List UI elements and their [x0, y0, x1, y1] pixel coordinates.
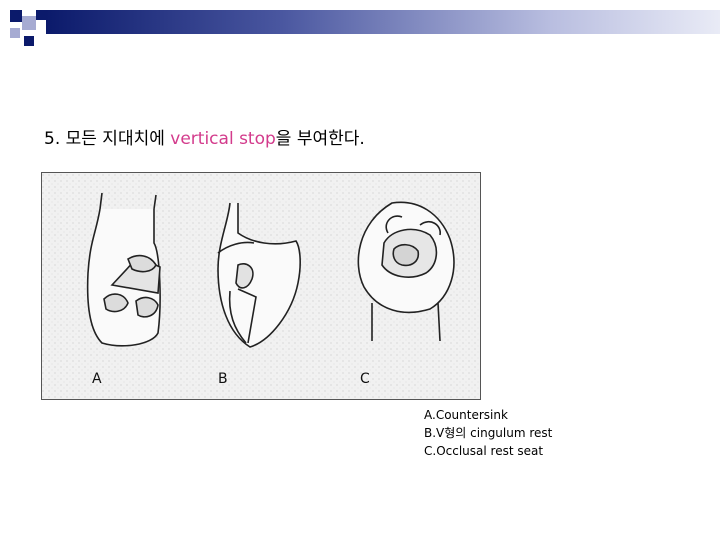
tooth-b-drawing [217, 202, 301, 348]
figure-label-b: B [218, 371, 228, 387]
header-band [46, 10, 720, 34]
tooth-a-drawing [86, 192, 161, 347]
caption-a: A.Countersink [424, 408, 508, 422]
caption-b: B.V형의 cingulum rest [424, 426, 553, 440]
heading-suffix: 을 부여한다. [275, 129, 365, 149]
figure-label-a: A [92, 371, 102, 387]
figure-captions: A.Countersink B.V형의 cingulum rest C.Occl… [424, 406, 552, 460]
slide-heading: 5. 모든 지대치에 vertical stop을 부여한다. [44, 124, 365, 149]
corner-square-1 [10, 10, 22, 22]
figure-label-c: C [360, 371, 370, 387]
heading-prefix: 5. 모든 지대치에 [44, 129, 171, 149]
corner-square-4 [10, 28, 20, 38]
tooth-illustration: A B C [42, 173, 480, 399]
tooth-figure: A B C [41, 172, 481, 400]
tooth-c-drawing [357, 201, 455, 342]
corner-square-5 [24, 36, 34, 46]
heading-highlight: vertical stop [170, 129, 276, 149]
caption-c: C.Occlusal rest seat [424, 444, 544, 458]
corner-square-3 [36, 10, 46, 20]
corner-square-2 [22, 16, 36, 30]
